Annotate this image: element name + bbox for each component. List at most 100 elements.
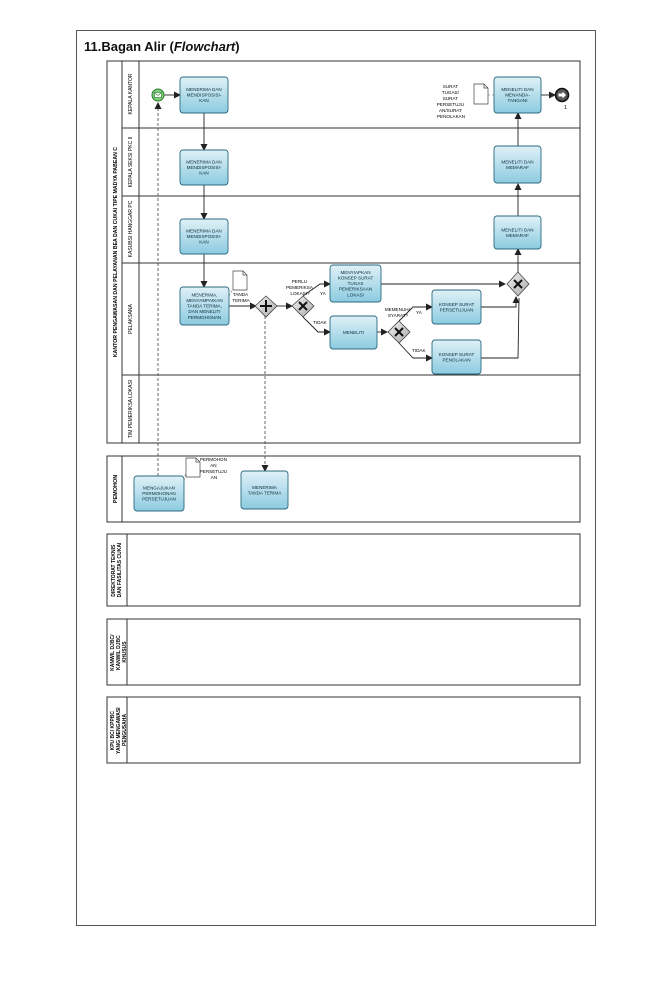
pool-direktorat: DIREKTORAT TEKNIS DAN FASILITAS CUKAI: [106, 533, 581, 607]
heading-title-end: ): [235, 39, 240, 54]
task-kasubsi-terima-label-line: KAN: [199, 240, 208, 245]
pool-kanwil-line: KANWIL DJBC/: [110, 634, 116, 671]
heading-number: 11.: [84, 39, 102, 54]
pool-kantor-title: KANTOR PENGAWASAN DAN PELAYANAN BEA DAN …: [113, 147, 119, 357]
flow-tidak-to-penolakan: [398, 342, 433, 362]
page-heading: 11.Bagan Alir (Flowchart): [84, 39, 240, 54]
task-pelaksana-menyiapkan-label-line: LOKASI: [347, 292, 364, 297]
task-kepala-seksi-teliti-label-line: MENELITI DAN: [501, 159, 533, 164]
task-kasubsi-terima-box: [179, 218, 229, 255]
label-tidak-2: TIDAK: [412, 348, 426, 353]
gateway-memenuhi-label: MEMENUHI SYARAT?: [385, 307, 411, 318]
pool-pemohon-title: PEMOHON: [113, 475, 119, 503]
task-kepala-kantor-terima-box: [179, 76, 229, 114]
document-surat-line: PENOLAKAN: [437, 114, 465, 119]
lane-pelaksana: PELAKSANA: [128, 303, 134, 333]
start-event: [151, 88, 165, 102]
pool-kpu-line: KPU BC/ KPPBC: [110, 711, 116, 751]
task-pelaksana-terima-label-line: TANDA TERIMA,: [187, 304, 222, 309]
task-kasubsi-teliti-label-line: MEMARAF: [506, 233, 529, 238]
task-pelaksana-menyiapkan-label-line: TUGAS: [348, 281, 364, 286]
task-kasubsi-terima-label-line: MENERIMA DAN: [186, 229, 221, 234]
task-kepala-kantor-teliti-label-line: MENELITI DAN: [501, 87, 533, 92]
document-surat-line: SURAT: [443, 84, 458, 89]
task-pelaksana-menyiapkan-label-line: MENYIAPKAN: [340, 270, 370, 275]
task-kepala-kantor-terima-label-line: KAN: [199, 98, 208, 103]
lane-kepala-seksi: KEPALA SEKSI PKC II: [128, 137, 134, 188]
pool-direktorat-title: DIREKTORAT TEKNIS DAN FASILITAS CUKAI: [111, 542, 123, 597]
pool-kanwil: KANWIL DJBC/ KANWIL DJBC KHUSUS: [106, 618, 581, 686]
gateway-perlu-line: PERLU: [292, 279, 307, 284]
flow-penolakan-to-merge: [481, 297, 520, 359]
task-kepala-seksi-terima-label-line: KAN: [199, 171, 208, 176]
task-kasubsi-teliti-box: [493, 215, 542, 250]
document-permohonan-line: PERMOHON: [200, 457, 227, 462]
document-tanda-terima-line: TERIMA: [232, 298, 250, 303]
label-tidak-1: TIDAK: [313, 320, 327, 325]
task-kasubsi-teliti-label-line: MENELITI DAN: [501, 227, 533, 232]
flow-ya-to-persetujuan: [398, 303, 433, 322]
gateway-perlu-pemeriksaan: [291, 295, 315, 318]
task-pemohon-ajukan-label-line: PERMOHONAN: [142, 491, 175, 496]
task-kepala-seksi-terima-label-line: MENERIMA DAN: [186, 160, 221, 165]
task-kepala-seksi-terima-box: [179, 149, 229, 186]
pool-direktorat-line: DAN FASILITAS CUKAI: [117, 542, 123, 597]
task-pemohon-terima-tanda-label-line: MENERIMA: [252, 485, 278, 490]
task-pelaksana-menyiapkan-label-line: PEMERIKSAAN: [339, 287, 372, 292]
lane-kasubsi: KASUBSI HANGGAR PC: [128, 200, 134, 257]
task-pelaksana-terima-label-line: MENYAMPAIKAN: [186, 298, 222, 303]
heading-title-italic: Flowchart: [173, 39, 236, 54]
document-surat-line: PERSETUJU: [437, 102, 464, 107]
lane-kepala-kantor: KEPALA KANTOR: [128, 73, 134, 114]
task-kepala-kantor-terima-label-line: MENERIMA DAN: [186, 87, 221, 92]
pool-direktorat-line: DIREKTORAT TEKNIS: [111, 544, 117, 597]
pool-kanwil-title: KANWIL DJBC/ KANWIL DJBC KHUSUS: [110, 633, 128, 671]
gateway-memenuhi-line: MEMENUHI: [385, 307, 410, 312]
assoc-tanda-terima: [228, 288, 234, 297]
task-kepala-kantor-terima-label-line: MENDISPOSISI-: [187, 93, 222, 98]
label-ya-1: YA: [320, 291, 327, 296]
parallel-gateway: [254, 295, 278, 318]
flow-connectors: [164, 91, 556, 362]
document-tanda-terima: TANDA TERIMA: [232, 270, 251, 303]
pool-kanwil-line: KHUSUS: [122, 641, 128, 663]
gateway-memenuhi-syarat: [387, 320, 411, 344]
task-pelaksana-terima-label-line: MENERIMA,: [191, 292, 217, 297]
document-permohonan-label: PERMOHON AN PERSETUJU AN: [200, 457, 229, 480]
task-kasubsi-terima-label-line: MENDISPOSISI-: [187, 234, 222, 239]
task-pelaksana-meneliti: MENELITI: [329, 315, 378, 350]
task-pelaksana-menyiapkan-label-line: KONSEP SURAT: [338, 276, 374, 281]
task-pelaksana-meneliti-label: MENELITI: [343, 330, 364, 335]
task-pemohon-terima-tanda-label-line: TANDA TERIMA: [248, 490, 282, 495]
gateway-perlu-label: PERLU PEMERIKSA LOKASI?: [286, 279, 314, 296]
document-permohonan: PERMOHON AN PERSETUJU AN: [185, 457, 229, 480]
message-flows: [154, 102, 269, 476]
task-pelaksana-persetujuan-label-line: KONSEP SURAT: [439, 302, 475, 307]
document-surat-line: TUGAS/: [442, 90, 460, 95]
pool-kpu-title: KPU BC/ KPPBC YANG MENGAWASI PENGUSAHA: [110, 706, 128, 754]
task-kepala-seksi-teliti-box: [493, 145, 542, 184]
task-pelaksana-terima-box: [179, 286, 230, 326]
task-kepala-kantor-teliti-label-line: TANGANI: [507, 98, 527, 103]
task-pelaksana-penolakan-label-line: KONSEP SURAT: [439, 352, 475, 357]
pool-kpu-line: PENGUSAHA: [122, 714, 128, 746]
task-pelaksana-menyiapkan-box: [329, 264, 382, 303]
flow-persetujuan-to-merge: [481, 296, 520, 308]
task-kepala-seksi-teliti-label-line: MEMARAF: [506, 165, 529, 170]
pool-kpu: KPU BC/ KPPBC YANG MENGAWASI PENGUSAHA: [106, 696, 581, 764]
